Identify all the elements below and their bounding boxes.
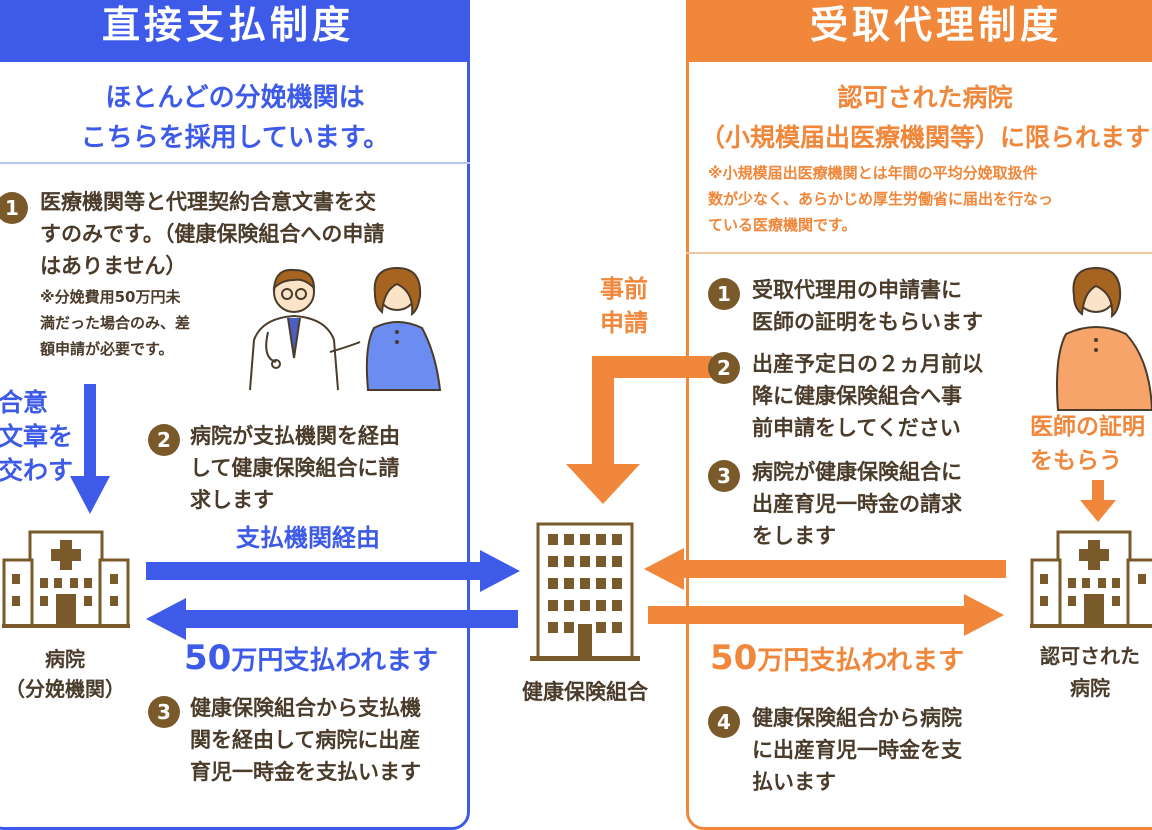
right-divider (686, 252, 1152, 254)
right-step3: 病院が健康保険組合に 出産育児一時金の請求 をします (752, 456, 962, 552)
left-step2-line1: 病院が支払機関を経由 (190, 424, 400, 448)
prior-line2: 申請 (600, 309, 648, 337)
agree-line1: 合意 (0, 388, 49, 417)
agree-document-label: 合意 文章を 交わす (0, 386, 73, 488)
right-step4: 健康保険組合から病院 に出産育児一時金を支 払います (752, 702, 962, 798)
right-step1: 受取代理用の申請書に 医師の証明をもらいます (752, 274, 983, 338)
right-step2-line3: 前申請をしてください (752, 416, 961, 440)
left-payment-suffix: 万円支払われます (231, 646, 439, 676)
doctor-line1: 医師の証明 (1030, 414, 1145, 440)
right-step4-line2: に出産育児一時金を支 (752, 738, 962, 762)
right-step4-line3: 払います (752, 770, 836, 794)
hospital-icon-right (1030, 530, 1152, 628)
left-step2-line3: 求します (190, 488, 274, 512)
doctor-certificate-label: 医師の証明 をもらう (1030, 410, 1145, 478)
pregnant-woman-illustration-right (1056, 266, 1152, 411)
right-subtitle: 認可された病院 （小規模届出医療機関等）に限られます (690, 78, 1152, 158)
right-horizontal-arrows (644, 548, 1006, 636)
agree-line2: 文章を (0, 422, 74, 451)
via-payment-agency-label: 支払機関経由 (236, 524, 380, 552)
doctor-figure (249, 268, 361, 391)
right-arrow-icon-right (648, 594, 1004, 636)
prior-application-label: 事前 申請 (600, 272, 648, 340)
agree-line3: 交わす (0, 456, 74, 485)
left-note-line3: 額申請が必要です。 (40, 340, 174, 358)
left-step2-line2: して健康保険組合に請 (190, 456, 400, 480)
left-step3-line2: 関を経由して病院に出産 (190, 728, 421, 752)
left-arrow-icon-right (644, 548, 1006, 590)
step-number-1-right: 1 (708, 278, 740, 310)
right-step1-line2: 医師の証明をもらいます (752, 310, 983, 334)
left-note: ※分娩費用50万円未 満だった場合のみ、差 額申請が必要です。 (40, 284, 190, 362)
doctor-line2: をもらう (1030, 448, 1122, 474)
left-note-line2: 満だった場合のみ、差 (40, 314, 191, 332)
left-step3-line1: 健康保険組合から支払機 (190, 696, 421, 720)
right-step3-line3: をします (752, 524, 836, 548)
left-step1: 医療機関等と代理契約合意文書を交 すのみです。（健康保険組合への申請 はありませ… (40, 186, 460, 282)
left-subtitle-line1: ほとんどの分娩機関は (105, 83, 365, 113)
right-step2: 出産予定日の２ヵ月前以 降に健康保険組合へ事 前申請をしてください (752, 348, 983, 444)
right-step4-line1: 健康保険組合から病院 (752, 706, 962, 730)
right-payment-text: 50万円支払われます (710, 638, 964, 678)
left-note-line1: ※分娩費用50万円未 (40, 288, 181, 306)
left-payment-amount: 50 (184, 638, 232, 678)
step-number-3-right: 3 (708, 460, 740, 492)
right-note-line3: ている医療機関です。 (708, 216, 857, 234)
right-note: ※小規模届出医療機関とは年間の平均分娩取扱件 数が少なく、あらかじめ厚生労働省に… (708, 160, 1148, 238)
right-step2-line2: 降に健康保険組合へ事 (752, 384, 962, 408)
doctor-patient-illustration (249, 266, 442, 391)
left-hospital-line2: （分娩機関） (5, 677, 125, 701)
right-payment-amount: 50 (710, 638, 758, 678)
right-note-line2: 数が少なく、あらかじめ厚生労働省に届出を行なっ (708, 190, 1054, 208)
left-hospital-line1: 病院 (45, 647, 85, 671)
left-step3: 健康保険組合から支払機 関を経由して病院に出産 育児一時金を支払います (190, 692, 421, 788)
direct-payment-panel (0, 0, 470, 830)
left-step1-line1: 医療機関等と代理契約合意文書を交 (40, 190, 376, 214)
insurer-label: 健康保険組合 (522, 680, 648, 704)
left-payment-text: 50万円支払われます (184, 638, 438, 678)
right-hospital-line2: 病院 (1070, 676, 1110, 700)
step-number-2-right: 2 (708, 352, 740, 384)
left-subtitle-line2: こちらを採用しています。 (80, 123, 390, 153)
step-number-2-left: 2 (148, 424, 180, 456)
right-arrow-icon (146, 550, 520, 592)
right-payment-suffix: 万円支払われます (757, 646, 965, 676)
right-subtitle-line1: 認可された病院 (837, 83, 1013, 112)
right-hospital-label: 認可された 病院 (1020, 640, 1152, 704)
left-hospital-label: 病院 （分娩機関） (0, 644, 140, 704)
left-arrow-icon (146, 598, 518, 640)
pregnant-woman-figure (365, 266, 442, 391)
right-step3-line2: 出産育児一時金の請求 (752, 492, 962, 516)
insurer-building-icon (530, 522, 640, 661)
left-step2: 病院が支払機関を経由 して健康保険組合に請 求します (190, 420, 400, 516)
step-number-4-right: 4 (708, 706, 740, 738)
left-step1-line3: はありません） (40, 254, 187, 278)
prior-line1: 事前 (600, 275, 648, 303)
left-subtitle: ほとんどの分娩機関は こちらを採用しています。 (0, 78, 470, 158)
right-step1-line1: 受取代理用の申請書に (752, 278, 962, 302)
right-step3-line1: 病院が健康保険組合に (752, 460, 962, 484)
step-number-3-left: 3 (148, 696, 180, 728)
left-step1-line2: すのみです。（健康保険組合への申請 (40, 222, 385, 246)
proxy-receipt-title: 受取代理制度 (686, 0, 1152, 62)
step-number-1-left: 1 (0, 192, 28, 224)
hospital-icon-left (2, 530, 130, 628)
proxy-receipt-panel (686, 0, 1152, 830)
left-step3-line3: 育児一時金を支払います (190, 760, 421, 784)
prior-application-arrow-icon (566, 356, 712, 504)
down-arrow-icon (70, 384, 110, 514)
direct-payment-title: 直接支払制度 (0, 0, 470, 62)
right-note-line1: ※小規模届出医療機関とは年間の平均分娩取扱件 (708, 164, 1038, 182)
right-step2-line1: 出産予定日の２ヵ月前以 (752, 352, 983, 376)
right-subtitle-line2: （小規模届出医療機関等）に限られます (699, 123, 1150, 152)
right-hospital-line1: 認可された (1040, 644, 1140, 668)
left-divider (0, 162, 470, 164)
left-horizontal-arrows (146, 550, 520, 640)
small-down-arrow-icon (1080, 480, 1116, 522)
